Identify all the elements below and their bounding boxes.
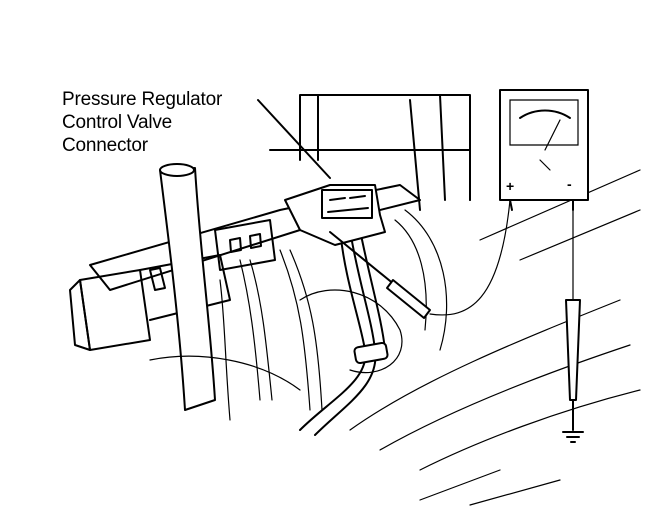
- multimeter: [499, 89, 589, 301]
- meter-negative-label: -: [567, 176, 572, 192]
- pressure-regulator-connector: [284, 184, 386, 246]
- background-structure: [269, 94, 471, 351]
- callout-leader-line: [257, 99, 331, 179]
- ground-probe: [562, 299, 584, 443]
- hose: [159, 163, 216, 411]
- ground-symbol-icon: [562, 431, 584, 443]
- connector-callout-label: Pressure Regulator Control Valve Connect…: [62, 88, 222, 157]
- callout-line-3: Connector: [62, 135, 148, 156]
- meter-positive-label: +: [506, 178, 515, 194]
- callout-line-1: Pressure Regulator: [62, 89, 223, 110]
- back-probe: [329, 199, 511, 319]
- callout-line-2: Control Valve: [62, 112, 173, 133]
- wiring-harness: [219, 229, 389, 436]
